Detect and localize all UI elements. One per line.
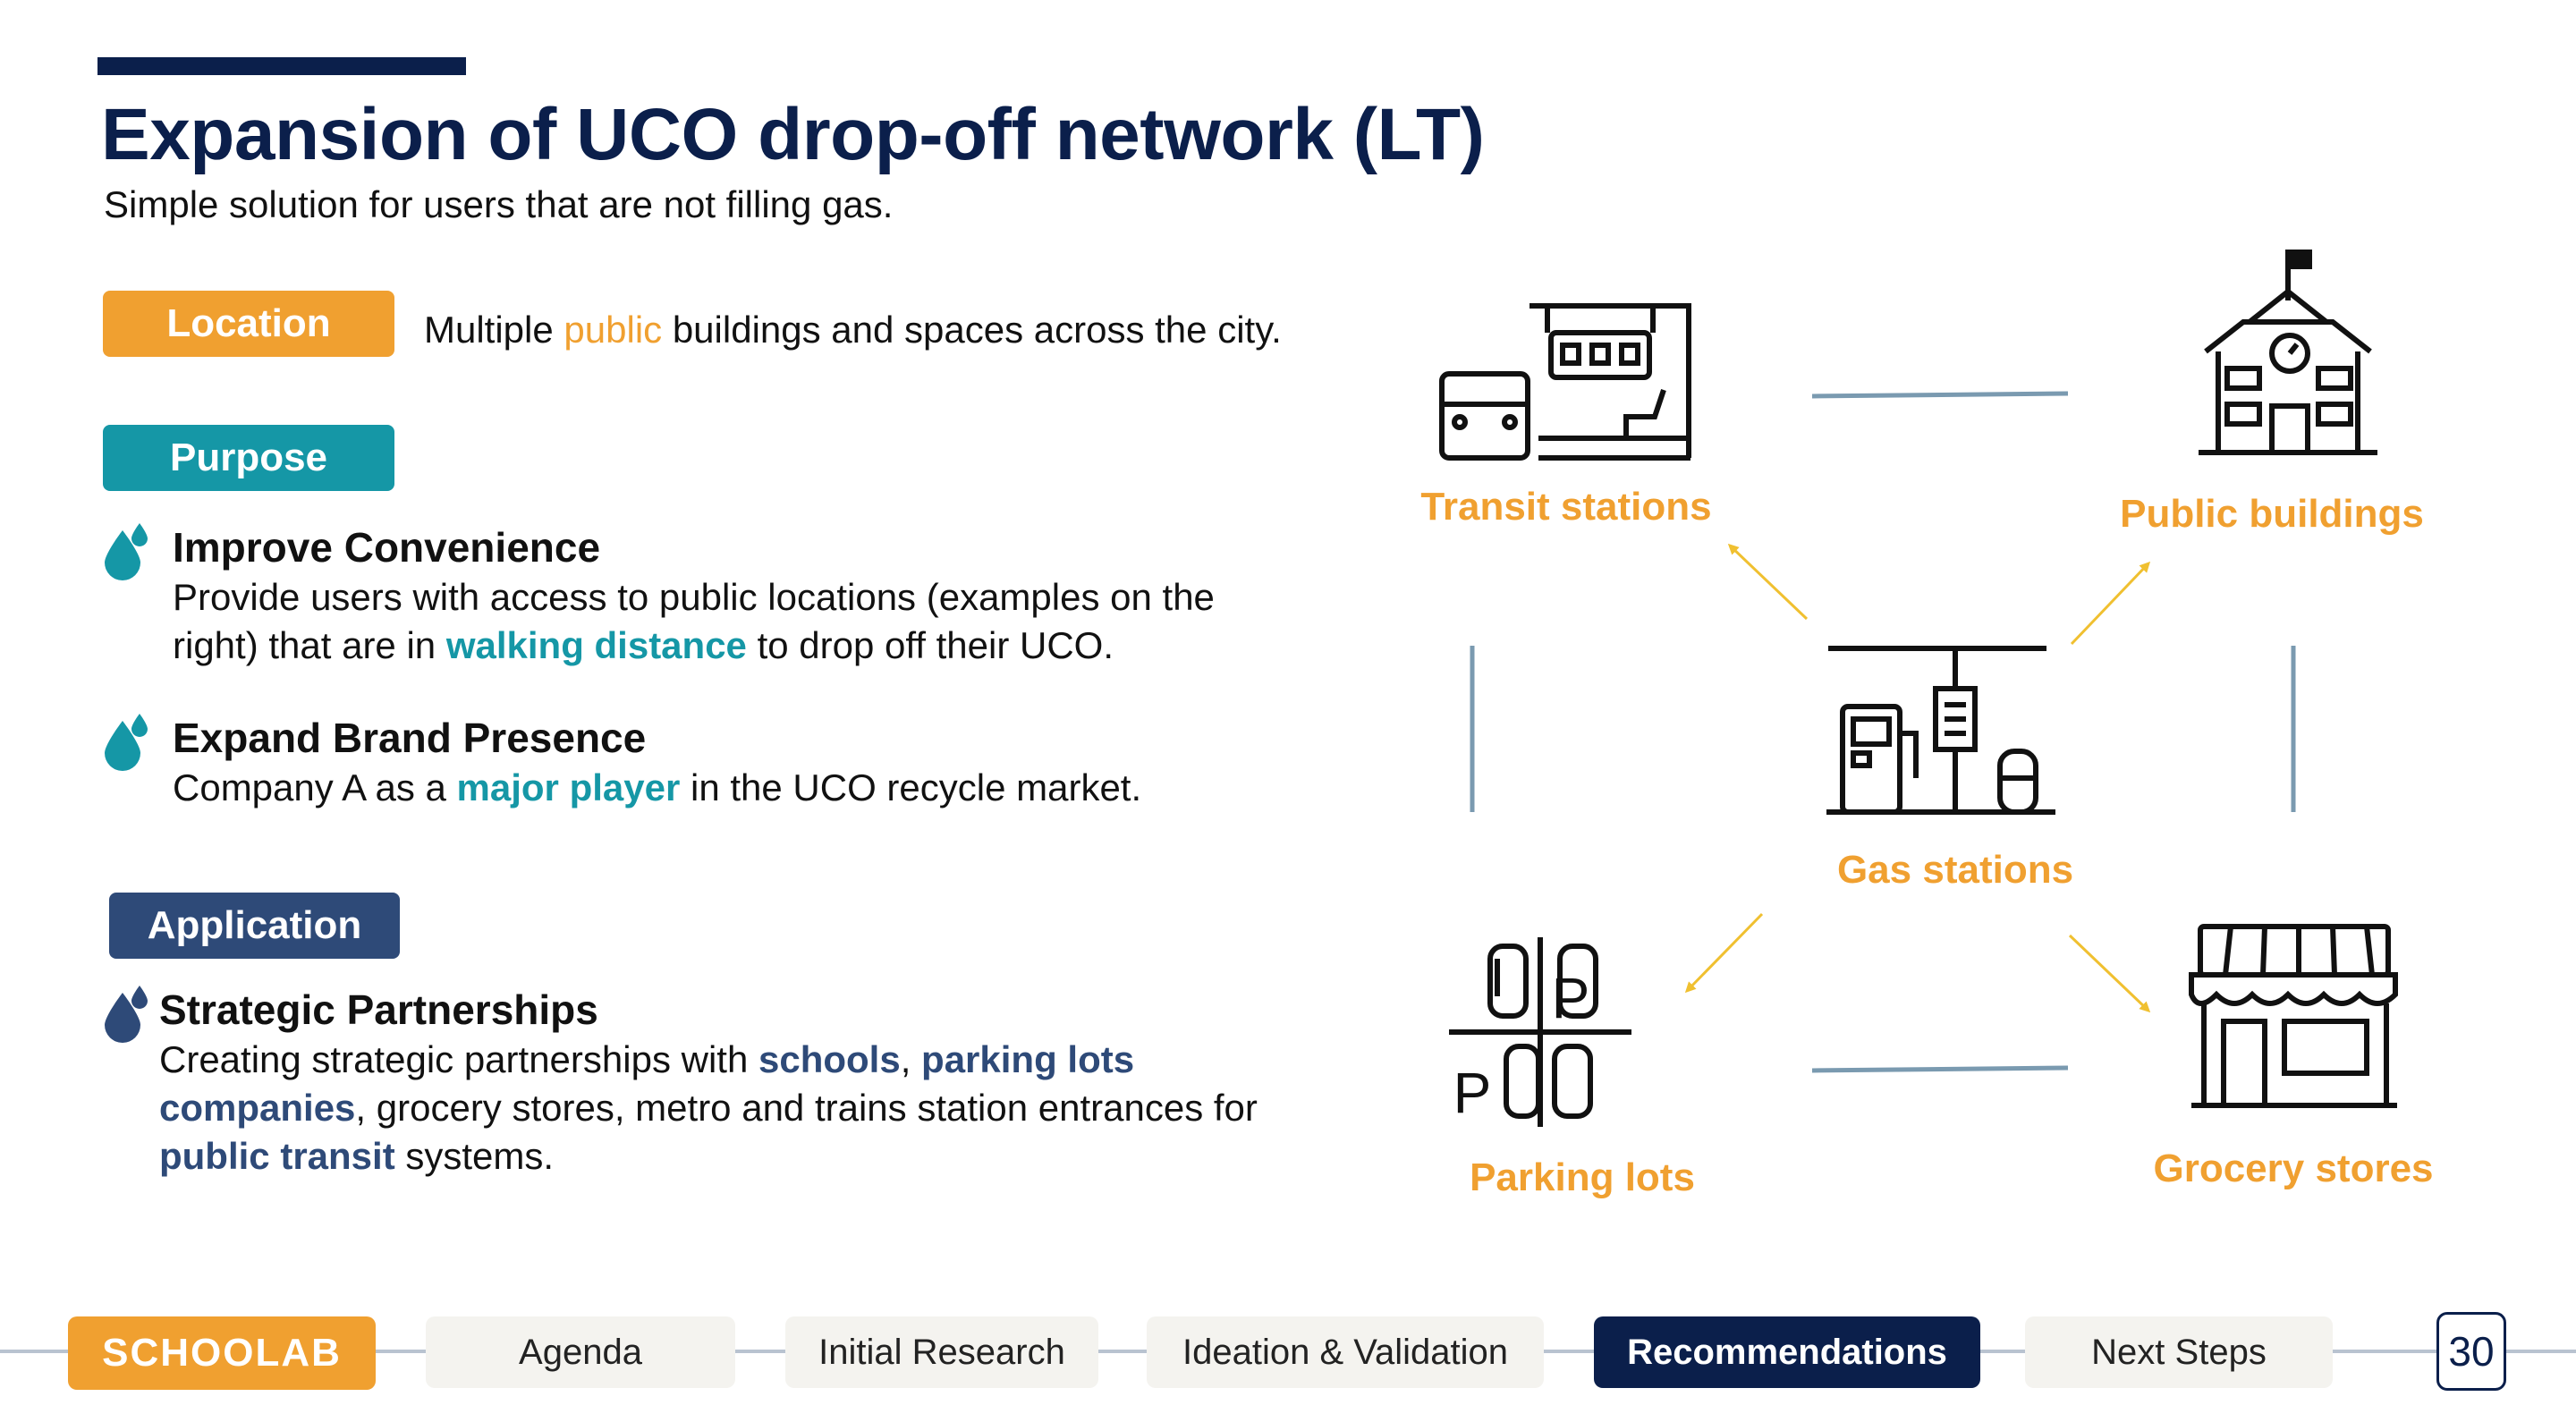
- connector-top: [1811, 391, 2069, 399]
- nav-ideation-validation[interactable]: Ideation & Validation: [1147, 1316, 1544, 1388]
- droplet-icon: [105, 523, 148, 580]
- slide-title: Expansion of UCO drop-off network (LT): [101, 94, 1485, 175]
- purpose-tag: Purpose: [103, 425, 394, 491]
- network-diagram: P P Transit stations Public buildings Ga…: [1395, 233, 2469, 1216]
- droplet-icon: [105, 986, 148, 1043]
- slide-subtitle: Simple solution for users that are not f…: [104, 183, 894, 225]
- arrow-to-parking: [1684, 912, 1764, 994]
- grocery-store-icon: [2189, 924, 2398, 1108]
- nav-next-steps[interactable]: Next Steps: [2025, 1316, 2333, 1388]
- bullet-body: Provide users with access to public loca…: [173, 576, 1215, 666]
- node-label-public-buildings: Public buildings: [2120, 492, 2424, 536]
- nav-recommendations[interactable]: Recommendations: [1594, 1316, 1980, 1388]
- parking-lots-icon: [1449, 937, 1631, 1127]
- location-highlight: public: [564, 309, 663, 351]
- bullet-title: Improve Convenience: [173, 524, 601, 571]
- arrow-to-transit: [1727, 543, 1809, 621]
- parking-p-glyph: P: [1453, 1061, 1492, 1125]
- application-tag: Application: [109, 893, 400, 959]
- bullet-title: Strategic Partnerships: [159, 986, 598, 1033]
- nav-initial-research[interactable]: Initial Research: [785, 1316, 1098, 1388]
- bullet-title: Expand Brand Presence: [173, 715, 647, 761]
- title-accent-bar: [97, 57, 466, 75]
- droplet-icon: [105, 714, 148, 771]
- location-tag: Location: [103, 291, 394, 357]
- schoolab-logo: SCHOOLAB: [68, 1316, 376, 1390]
- arrow-to-public: [2070, 561, 2151, 646]
- node-label-gas-stations: Gas stations: [1836, 848, 2074, 892]
- node-label-parking: Parking lots: [1470, 1155, 1695, 1199]
- footer-nav: SCHOOLAB Agenda Initial Research Ideatio…: [0, 1306, 2576, 1422]
- arrow-to-grocery: [2068, 934, 2151, 1013]
- diagram-graphics: P P: [1439, 250, 2398, 1127]
- page-number: 30: [2436, 1312, 2506, 1391]
- node-label-grocery: Grocery stores: [2153, 1147, 2434, 1190]
- node-label-transit: Transit stations: [1420, 485, 1712, 529]
- connector-bottom: [1811, 1065, 2069, 1073]
- transit-station-icon: [1439, 303, 1691, 461]
- nav-agenda[interactable]: Agenda: [426, 1316, 735, 1388]
- gas-station-icon: [1826, 646, 2055, 815]
- bullet-body: Company A as a major player in the UCO r…: [173, 766, 1142, 808]
- public-building-icon: [2199, 250, 2377, 455]
- parking-p-glyph: P: [1552, 966, 1590, 1030]
- bullet-body: Creating strategic partnerships with sch…: [159, 1038, 1258, 1177]
- location-description: Multiple public buildings and spaces acr…: [424, 309, 1282, 351]
